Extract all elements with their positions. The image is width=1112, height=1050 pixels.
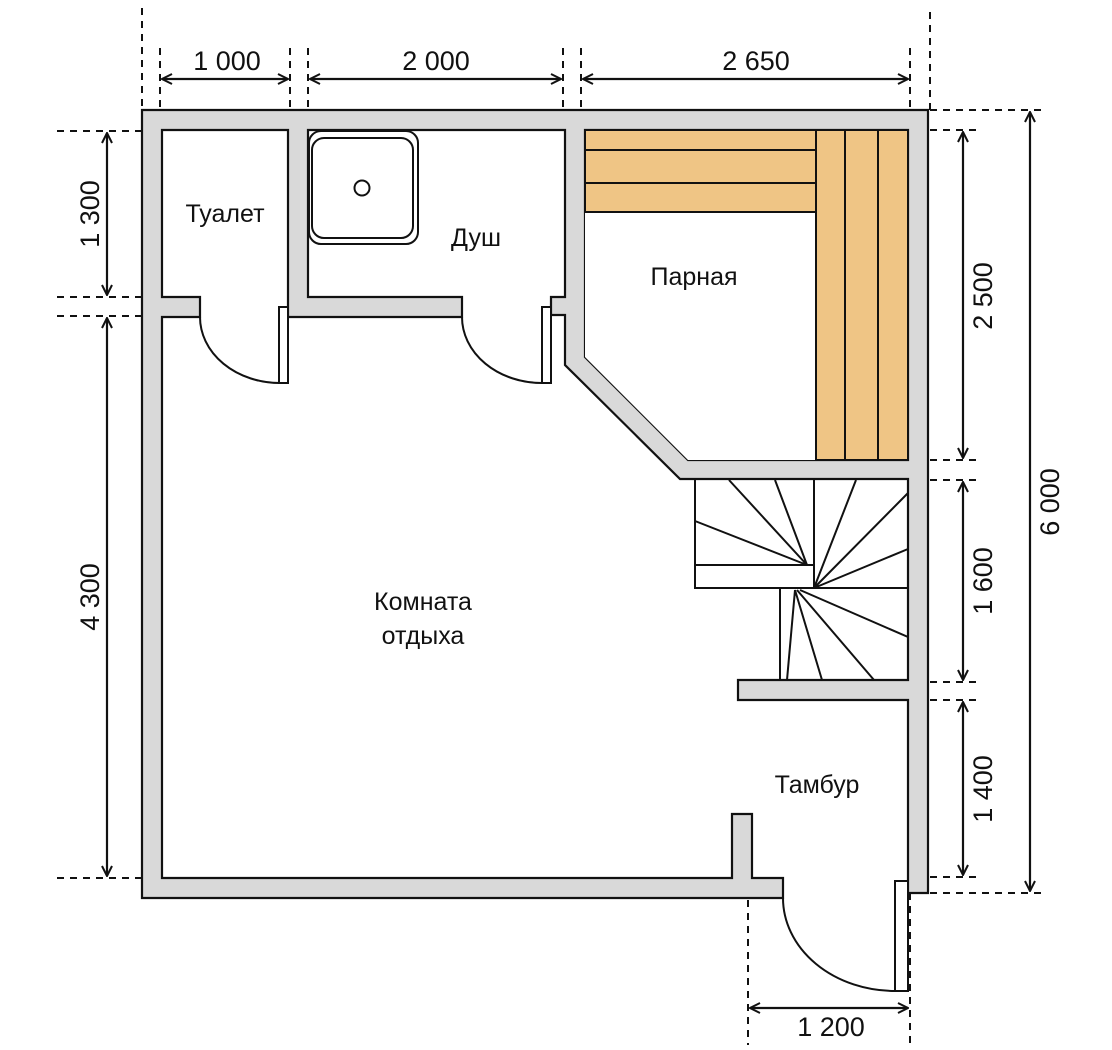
shower-door (461, 306, 552, 384)
dim-steam-depth: 2 500 (968, 262, 998, 330)
right-dimensions: 2 500 1 600 1 400 6 000 (930, 109, 1065, 894)
dim-door-width: 1 200 (797, 1012, 865, 1042)
left-dimensions: 1 300 4 300 (57, 130, 142, 879)
dim-toilet-depth: 1 300 (75, 180, 105, 248)
room-label-toilet: Туалет (185, 200, 265, 228)
dim-toilet-width: 1 000 (193, 46, 261, 76)
room-label-steam-room: Парная (650, 263, 737, 291)
dim-shower-width: 2 000 (402, 46, 470, 76)
staircase (694, 479, 909, 681)
top-dimensions: 1 000 2 000 2 650 (141, 8, 931, 110)
room-label-lounge-2: отдыха (382, 622, 465, 650)
toilet-door (199, 306, 289, 384)
dim-stairs-depth: 1 600 (968, 547, 998, 615)
shower-tray (308, 130, 419, 245)
bench-right (815, 129, 909, 461)
room-label-shower: Душ (451, 224, 501, 252)
bottom-dimension: 1 200 (747, 893, 911, 1045)
dim-steam-width: 2 650 (722, 46, 790, 76)
sauna-benches (584, 129, 909, 461)
dim-lounge-depth: 4 300 (75, 563, 105, 631)
bench-top (584, 129, 817, 213)
dim-vestibule-depth: 1 400 (968, 755, 998, 823)
room-label-vestibule: Тамбур (775, 771, 860, 799)
dim-total-height: 6 000 (1035, 468, 1065, 536)
room-label-lounge-1: Комната (374, 588, 472, 616)
drain-icon (353, 179, 371, 197)
entrance-door (782, 880, 909, 992)
